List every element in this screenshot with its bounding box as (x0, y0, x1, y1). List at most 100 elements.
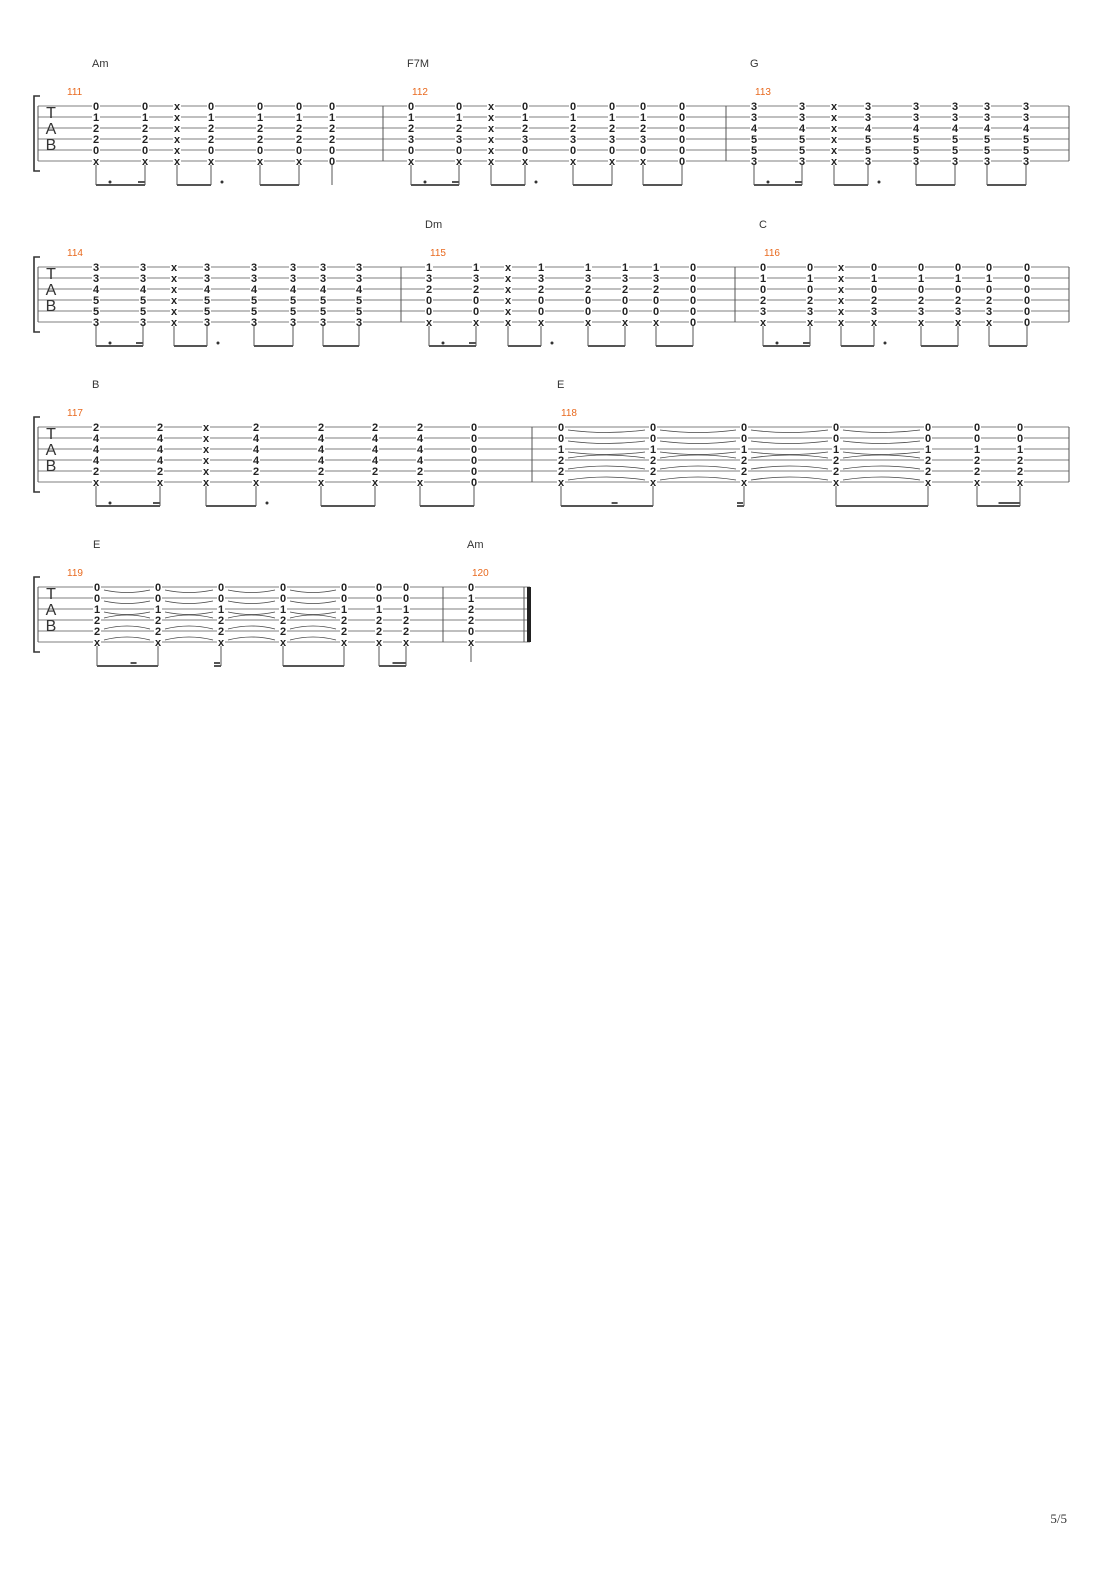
fret-mask (621, 262, 629, 271)
fret-mask (319, 284, 327, 293)
fret-mask (154, 615, 162, 624)
dead-note: x (488, 112, 495, 124)
fret-mask (1016, 422, 1024, 431)
tab-systems: TAB111Am01220x01220xxxxxxx01220x01220x01… (33, 58, 1070, 667)
chord-name: G (750, 58, 759, 70)
fret-mask (156, 466, 164, 475)
fret-number: 3 (538, 273, 544, 285)
tie-arc (227, 600, 276, 604)
fret-mask (375, 615, 383, 624)
fret-mask (141, 112, 149, 121)
fret-mask (207, 112, 215, 121)
fret-number: 0 (833, 422, 839, 434)
tie-arc (567, 440, 646, 444)
dead-note: x (505, 284, 512, 296)
fret-mask (141, 134, 149, 143)
fret-number: 1 (833, 444, 839, 456)
fret-mask (355, 295, 363, 304)
dead-note: x (473, 317, 480, 329)
fret-mask (487, 112, 495, 121)
fret-mask (689, 317, 697, 326)
tie-arc (659, 440, 737, 444)
fret-mask (402, 604, 410, 613)
fret-mask (289, 273, 297, 282)
system-bracket (33, 256, 40, 333)
fret-mask (537, 295, 545, 304)
fret-mask (621, 306, 629, 315)
fret-mask (371, 477, 379, 486)
fret-number: 0 (208, 145, 214, 157)
fret-number: 0 (760, 284, 766, 296)
system-bracket (33, 416, 40, 493)
dead-note: x (741, 477, 748, 489)
fret-number: 3 (760, 306, 766, 318)
fret-number: 0 (93, 101, 99, 113)
measure: 113G334553334553xxxxxx334553334553334553… (725, 58, 1030, 186)
fret-number: 3 (320, 317, 326, 329)
fret-number: 3 (751, 112, 757, 124)
fret-mask (830, 123, 838, 132)
fret-number: 0 (1024, 306, 1030, 318)
fret-mask (92, 317, 100, 326)
dead-note: x (208, 156, 215, 168)
fret-number: 5 (93, 295, 99, 307)
fret-mask (521, 156, 529, 165)
fret-mask (608, 112, 616, 121)
fret-mask (252, 444, 260, 453)
fret-mask (289, 262, 297, 271)
fret-number: 0 (871, 262, 877, 274)
fret-mask (92, 112, 100, 121)
dead-note: x (468, 637, 475, 649)
fret-number: 0 (408, 145, 414, 157)
fret-number: 4 (417, 455, 424, 467)
fret-mask (740, 477, 748, 486)
dead-note: x (171, 306, 178, 318)
fret-number: 0 (650, 422, 656, 434)
fret-mask (256, 101, 264, 110)
tie-arc (103, 636, 151, 641)
fret-number: 3 (140, 317, 146, 329)
fret-number: 3 (913, 112, 919, 124)
fret-number: 4 (318, 444, 325, 456)
dead-note: x (94, 637, 101, 649)
dot (108, 180, 112, 184)
fret-mask (983, 145, 991, 154)
fret-mask (649, 433, 657, 442)
fret-mask (407, 156, 415, 165)
fret-number: 2 (318, 422, 324, 434)
fret-mask (467, 582, 475, 591)
fret-number: 2 (94, 626, 100, 638)
measure-number: 114 (67, 248, 83, 259)
fret-mask (402, 582, 410, 591)
measure-number: 116 (764, 248, 780, 259)
fret-mask (569, 123, 577, 132)
fret-mask (504, 317, 512, 326)
fret-mask (470, 477, 478, 486)
fret-mask (472, 262, 480, 271)
fret-mask (973, 444, 981, 453)
fret-mask (407, 145, 415, 154)
fret-number: 0 (471, 466, 477, 478)
fret-mask (870, 317, 878, 326)
fret-number: 3 (426, 273, 432, 285)
fret-number: 0 (257, 101, 263, 113)
fret-mask (678, 156, 686, 165)
fret-mask (639, 101, 647, 110)
fret-number: 4 (417, 433, 424, 445)
fret-number: 1 (456, 112, 462, 124)
fret-mask (156, 444, 164, 453)
fret-number: 2 (473, 284, 479, 296)
dead-note: x (925, 477, 932, 489)
fret-mask (569, 134, 577, 143)
tab-system: TAB117B24442x24442xxxxxxx24442x24442x244… (33, 379, 1070, 507)
fret-number: 4 (253, 444, 260, 456)
fret-mask (252, 466, 260, 475)
fret-number: 1 (218, 604, 224, 616)
fret-mask (217, 593, 225, 602)
dead-note: x (296, 156, 303, 168)
fret-mask (92, 273, 100, 282)
fret-mask (608, 134, 616, 143)
fret-number: 2 (417, 422, 423, 434)
fret-mask (649, 466, 657, 475)
fret-mask (1023, 273, 1031, 282)
